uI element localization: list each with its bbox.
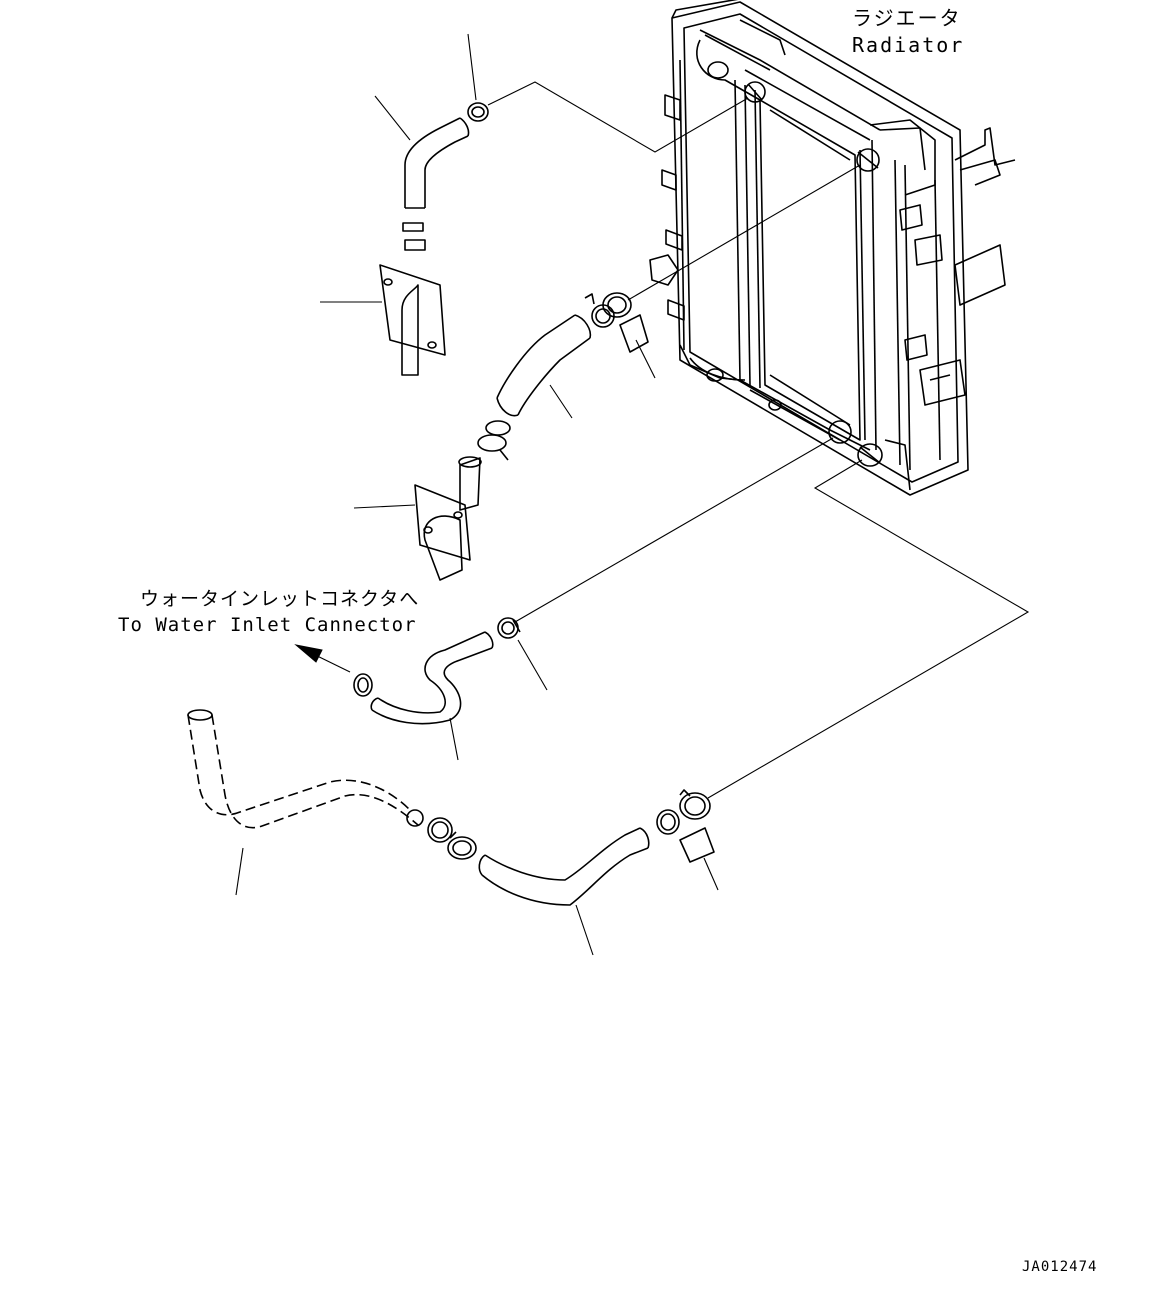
- middle-hose-group: [415, 293, 648, 580]
- radiator-label-en: Radiator: [852, 33, 965, 57]
- water-inlet-label-en: To Water Inlet Cannector: [118, 614, 417, 636]
- water-inlet-label-jp: ウォータインレットコネクタへ: [140, 588, 420, 610]
- lower-hose-group: [188, 710, 714, 905]
- leader-lines: [236, 34, 1028, 955]
- inlet-hose-group: [354, 618, 520, 724]
- radiator-assembly: [650, 0, 1015, 495]
- figure-code: JA012474: [1022, 1259, 1098, 1275]
- upper-hose-group: [380, 103, 488, 375]
- radiator-label-jp: ラジエータ: [852, 6, 962, 30]
- arrow-head: [296, 645, 322, 662]
